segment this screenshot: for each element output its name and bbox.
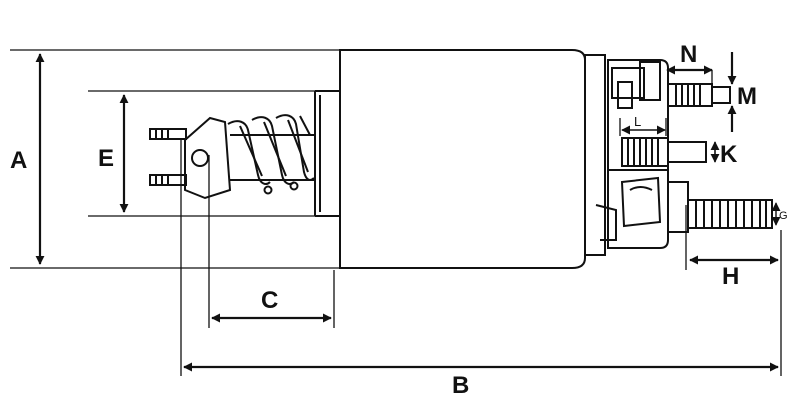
plunger-housing xyxy=(314,90,340,217)
label-l: L xyxy=(634,114,641,129)
plunger-assembly xyxy=(149,114,315,200)
solenoid-body xyxy=(339,49,606,269)
dimension-labels: A E C B H N M K L G xyxy=(10,41,788,399)
label-n: N xyxy=(680,41,697,68)
small-terminal-k xyxy=(621,137,707,167)
dimension-arrows xyxy=(35,52,781,372)
label-b: B xyxy=(452,372,469,399)
main-terminal-g xyxy=(667,181,773,233)
label-a: A xyxy=(10,147,27,174)
label-e: E xyxy=(98,145,114,172)
terminal-cap xyxy=(595,59,669,249)
label-k: K xyxy=(720,141,738,168)
label-h: H xyxy=(722,263,739,290)
small-terminal-m xyxy=(667,83,731,107)
extension-lines xyxy=(10,49,782,376)
label-m: M xyxy=(737,83,757,110)
label-g: G xyxy=(779,210,788,222)
label-c: C xyxy=(261,287,278,314)
